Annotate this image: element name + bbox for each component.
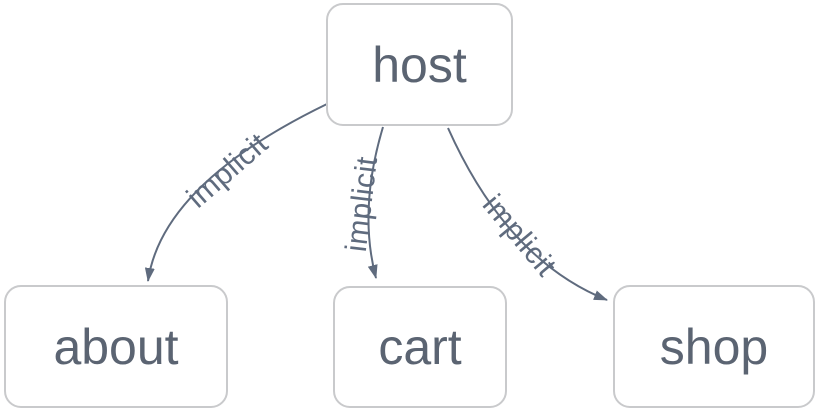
- edge-host-shop: implicit: [447, 127, 608, 301]
- edge-host-cart: implicit: [340, 126, 384, 279]
- edge-line: [447, 127, 608, 301]
- node-about[interactable]: about: [4, 285, 228, 408]
- node-label: host: [372, 36, 467, 93]
- edge-line: [144, 103, 328, 282]
- edge-label: implicit: [476, 188, 563, 283]
- edge-line: [367, 126, 384, 279]
- node-host[interactable]: host: [326, 3, 513, 126]
- edge-label: implicit: [181, 127, 275, 215]
- node-label: shop: [659, 318, 769, 375]
- node-label: about: [53, 318, 179, 375]
- node-label: cart: [378, 319, 462, 375]
- edge-host-about: implicit: [144, 103, 328, 282]
- edge-label: implicit: [340, 154, 384, 253]
- node-cart[interactable]: cart: [333, 286, 507, 408]
- node-shop[interactable]: shop: [613, 285, 815, 408]
